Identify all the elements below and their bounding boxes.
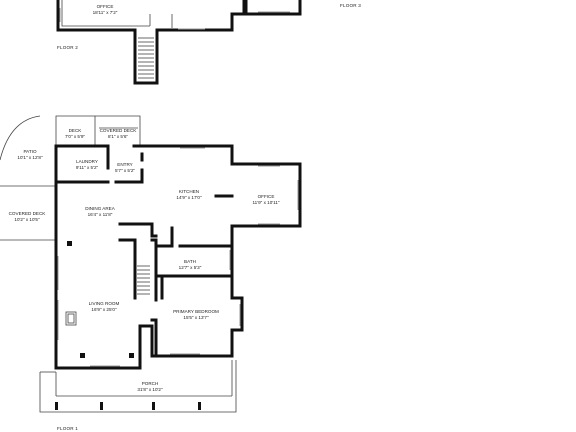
room-label-bath: BATH 12'7" x 5'3" [179,259,202,270]
stairs-floor-2 [138,37,154,79]
room-label-living-room: LIVING ROOM 16'9" x 25'0" [89,301,120,312]
room-dims: 18'11" x 7'2" [92,9,118,15]
room-name: PRIMARY BEDROOM [173,309,219,314]
room-dims: 12'7" x 5'3" [178,264,202,270]
room-dims: 16'9" x 25'0" [91,306,117,312]
room-name: OFFICE [96,4,114,9]
room-name: ENTRY [117,162,133,167]
room-label-dining-area: DINING AREA 16'4" x 11'8" [85,206,115,217]
room-dims: 14'9" x 17'0" [176,194,202,200]
floor-1-plan [0,115,302,413]
room-dims: 5'7" x 5'2" [114,167,136,173]
room-name: KITCHEN [178,189,200,194]
room-label-porch: PORCH 31'8" x 10'2" [137,381,162,392]
room-dims: 8'1" x 5'6" [107,133,129,139]
room-label-covered-deck-small: COVERED DECK 8'1" x 5'6" [100,128,137,139]
room-dims: 7'0" x 5'9" [64,133,86,139]
floor-2-plan [56,0,246,85]
room-name: DECK [68,128,82,133]
room-label-laundry: LAUNDRY 9'11" x 5'2" [76,159,98,170]
floor-2-label: FLOOR 2 [57,45,79,50]
floor-1-label: FLOOR 1 [57,426,79,431]
room-name: BATH [184,259,196,264]
room-label-deck: DECK 7'0" x 5'9" [65,128,85,139]
room-dims: 9'11" x 5'2" [75,164,99,170]
room-label-patio: PATIO 10'1" x 12'8" [17,149,42,160]
room-dims: 10'2" x 10'5" [14,216,40,222]
room-dims: 31'8" x 10'2" [137,386,163,392]
room-name: LIVING ROOM [88,301,120,306]
room-name: LAUNDRY [76,159,98,164]
room-label-kitchen: KITCHEN 14'9" x 17'0" [176,189,201,200]
room-dims: 11'9" x 10'11" [252,199,280,205]
room-dims: 16'4" x 11'8" [87,211,113,217]
room-name: OFFICE [257,194,275,199]
room-name: COVERED DECK [99,128,137,133]
room-name: DINING AREA [85,206,115,211]
room-name: PORCH [141,381,159,386]
room-label-covered-deck-side: COVERED DECK 10'2" x 10'5" [9,211,46,222]
room-label-office-upper: OFFICE 18'11" x 7'2" [93,4,118,15]
floor-3-label: FLOOR 3 [340,3,362,8]
room-name: PATIO [23,149,37,154]
floor-3-plan [244,0,302,16]
room-label-primary-bedroom: PRIMARY BEDROOM 15'5" x 13'7" [173,309,219,320]
room-dims: 15'5" x 13'7" [183,314,209,320]
stairs-floor-1 [137,265,150,295]
room-label-entry: ENTRY 5'7" x 5'2" [115,162,135,173]
room-name: COVERED DECK [8,211,46,216]
room-dims: 10'1" x 12'8" [17,154,43,160]
room-label-office-main: OFFICE 11'9" x 10'11" [252,194,279,205]
